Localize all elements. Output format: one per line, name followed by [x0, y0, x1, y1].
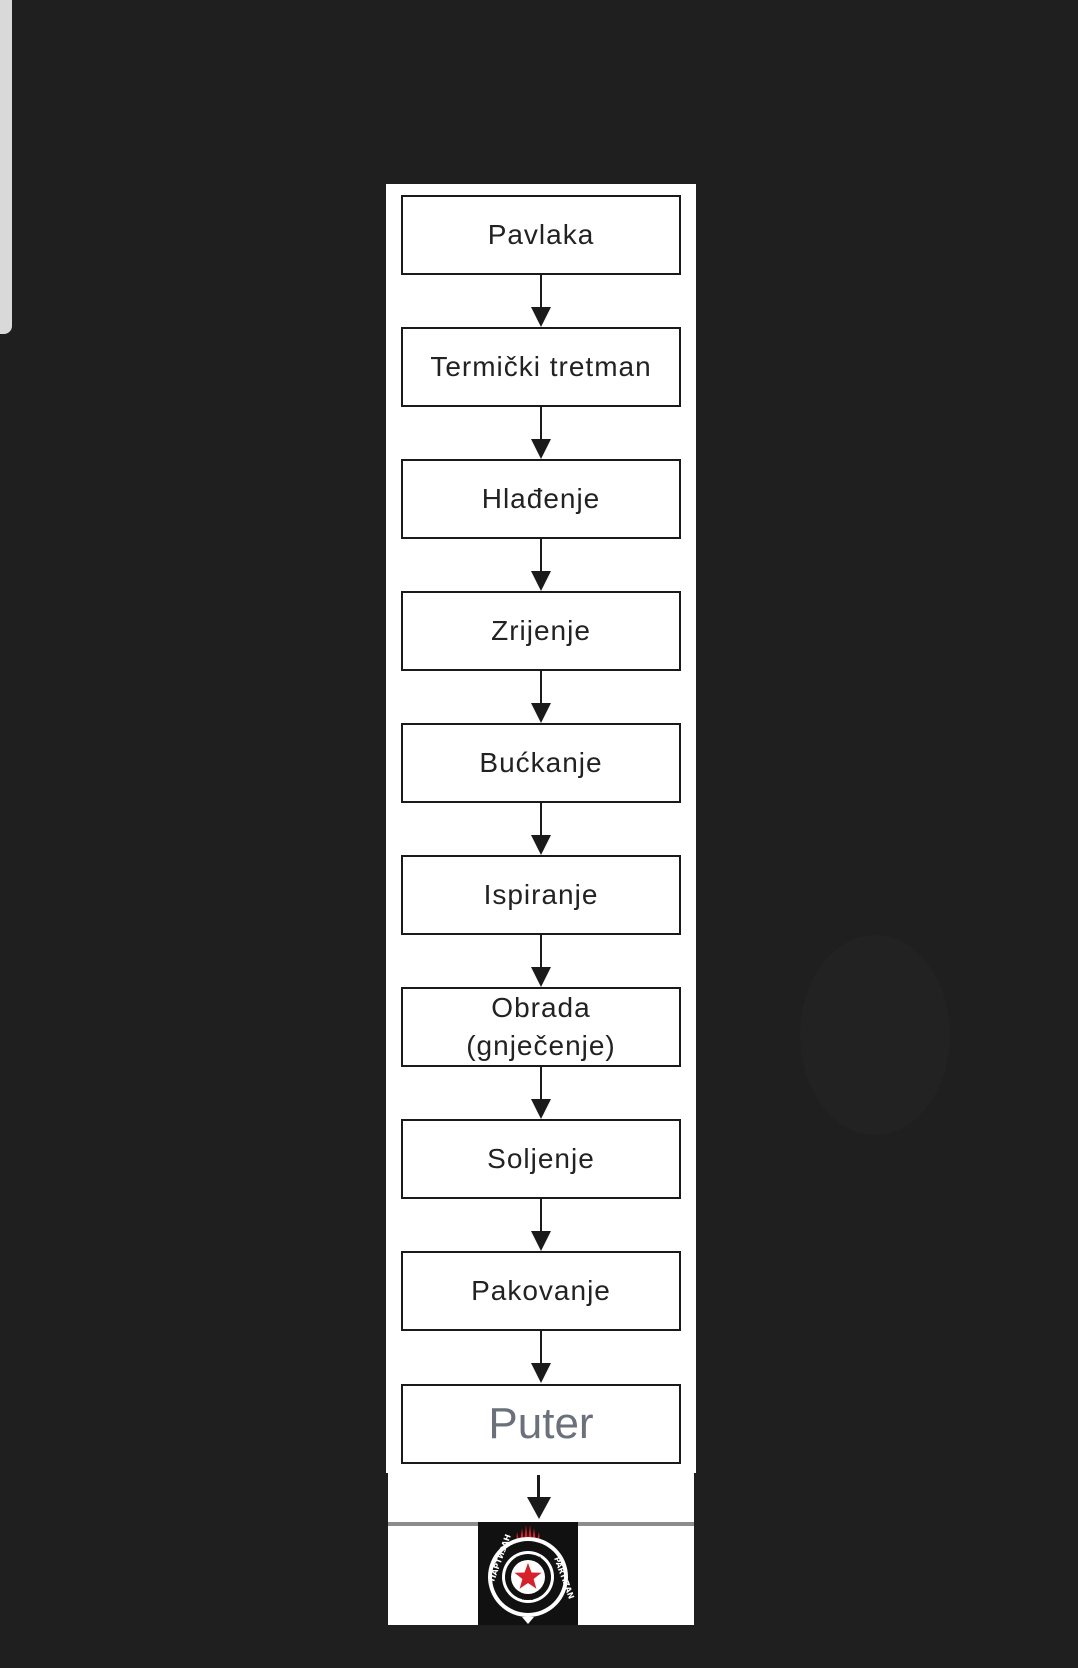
- svg-text:FUDBALSKI: FUDBALSKI: [516, 1556, 541, 1562]
- step-box-4: Zrijenje: [401, 591, 681, 671]
- crest-icon: ПАРТИЗАН PARTIZAN FUDBALSKI KLUB: [487, 1525, 576, 1624]
- step-label-6: Ispiranje: [483, 879, 599, 910]
- step-label-9: Pakovanje: [471, 1275, 611, 1306]
- step-box-3: Hlađenje: [401, 459, 681, 539]
- step-box-7: Obrada (gnječenje): [401, 987, 681, 1067]
- step-box-9: Pakovanje: [401, 1251, 681, 1331]
- step-label-5: Bućkanje: [479, 747, 603, 778]
- step-box-5: Bućkanje: [401, 723, 681, 803]
- step-box-6: Ispiranje: [401, 855, 681, 935]
- step-label-4: Zrijenje: [491, 615, 591, 646]
- svg-text:KLUB: KLUB: [522, 1596, 534, 1602]
- background-watermark: [800, 935, 950, 1135]
- step-label-7: Obrada (gnječenje): [466, 992, 616, 1061]
- club-crest-logo: ПАРТИЗАН PARTIZAN FUDBALSKI KLUB: [478, 1522, 578, 1625]
- scroll-edge[interactable]: [0, 0, 12, 334]
- step-label-2: Termički tretman: [430, 351, 652, 382]
- step-box-1: Pavlaka: [401, 195, 681, 275]
- step-box-2: Termički tretman: [401, 327, 681, 407]
- step-box-10: Puter: [401, 1384, 681, 1464]
- step-label-3: Hlađenje: [481, 483, 601, 514]
- step-label-8: Soljenje: [487, 1143, 595, 1174]
- step-box-8: Soljenje: [401, 1119, 681, 1199]
- step-label-10: Puter: [488, 1399, 594, 1448]
- step-label-1: Pavlaka: [487, 219, 595, 250]
